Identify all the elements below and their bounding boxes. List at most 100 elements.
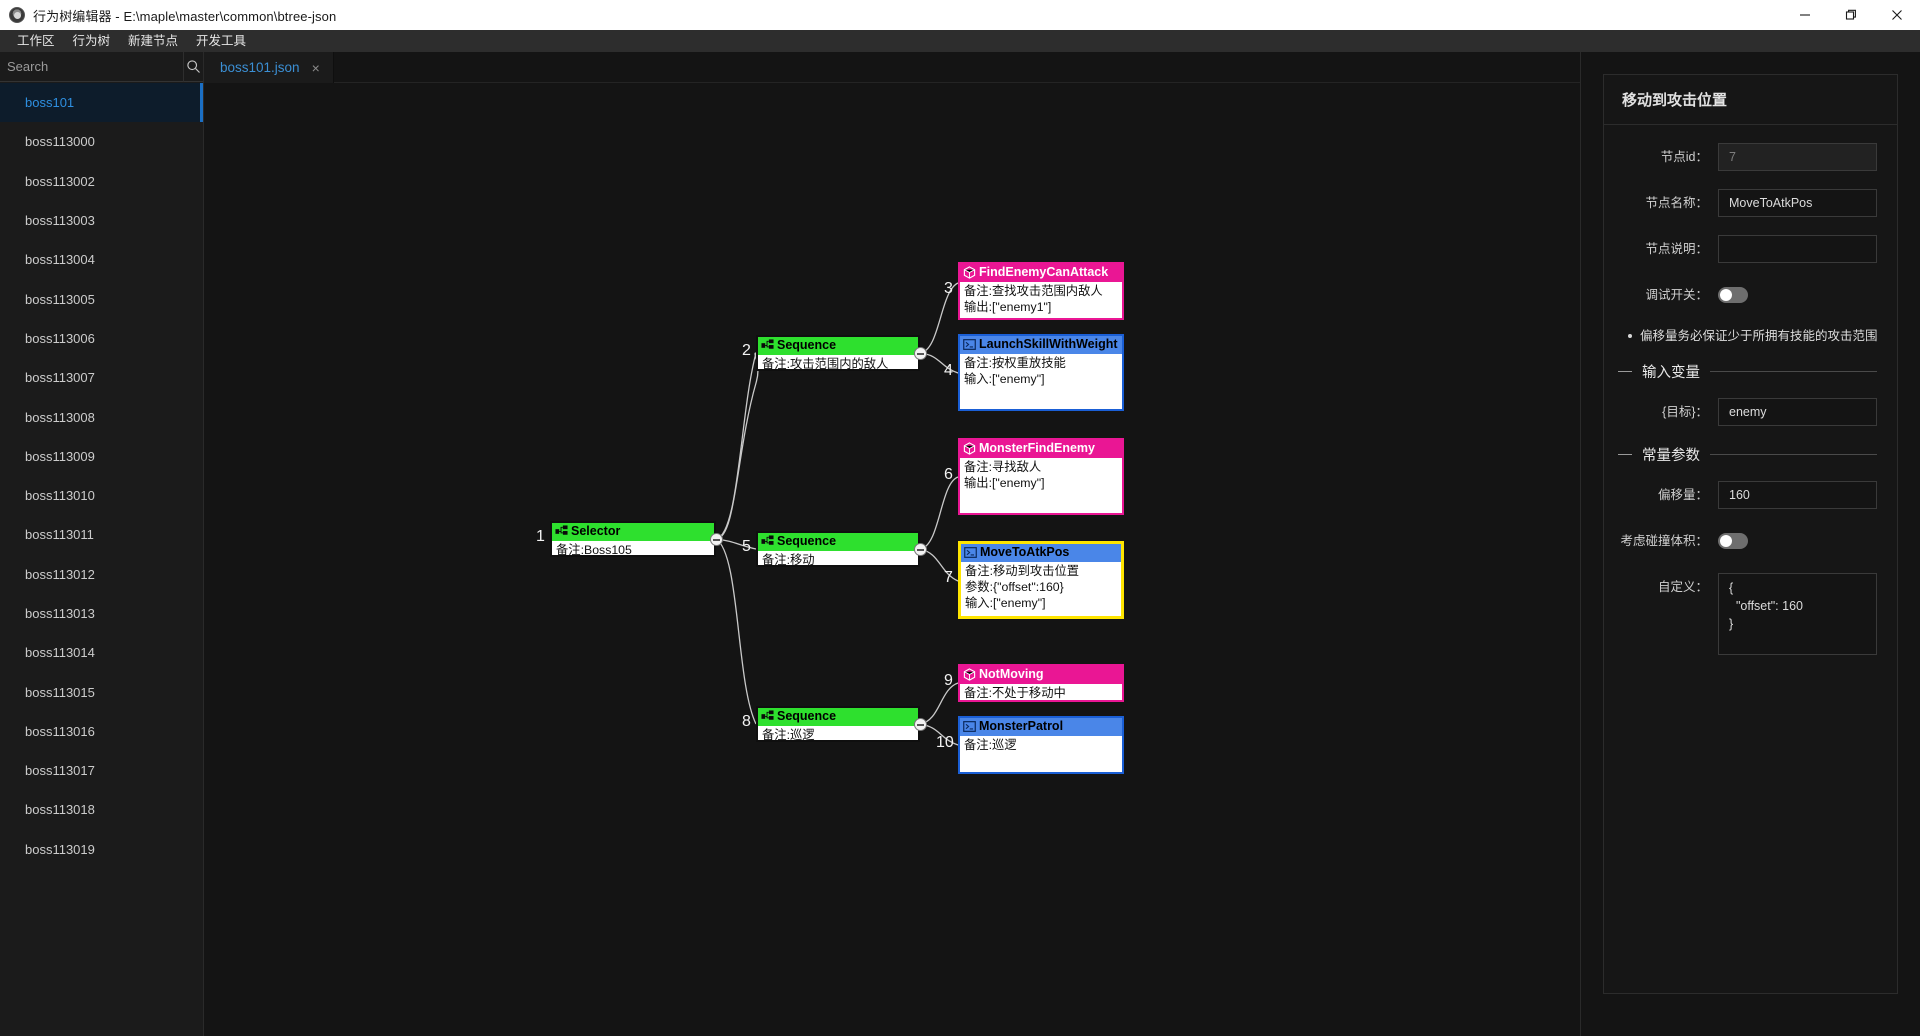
node-index-label: 10 (936, 734, 954, 751)
sidebar-item-boss113015[interactable]: boss113015 (0, 672, 203, 711)
sidebar-item-label: boss113017 (25, 763, 95, 779)
node-header: Sequence (758, 533, 918, 551)
node-header: FindEnemyCanAttack (960, 264, 1122, 282)
sidebar-item-boss113017[interactable]: boss113017 (0, 751, 203, 790)
sidebar-item-label: boss113009 (25, 448, 95, 464)
sidebar-item-boss113010[interactable]: boss113010 (0, 476, 203, 515)
sidebar-item-boss113003[interactable]: boss113003 (0, 201, 203, 240)
node-collapse-port[interactable] (710, 533, 723, 546)
node-title: MonsterFindEnemy (979, 441, 1095, 455)
field-custom-json: 自定义： { "offset": 160 } (1610, 573, 1881, 660)
node-body: 备注:不处于移动中 (960, 684, 1122, 703)
input-target-label: {目标}： (1662, 405, 1708, 419)
node-index-label: 7 (944, 569, 953, 586)
search-icon[interactable] (183, 52, 203, 82)
sidebar-item-boss113006[interactable]: boss113006 (0, 319, 203, 358)
condition-icon (963, 668, 976, 681)
node-line: 备注:移动到攻击位置 (965, 564, 1080, 578)
sidebar-item-label: boss113004 (25, 252, 95, 268)
node-collapse-port[interactable] (914, 347, 927, 360)
node-title: Sequence (777, 338, 837, 352)
sidebar-item-boss113008[interactable]: boss113008 (0, 397, 203, 436)
sidebar-item-boss113005[interactable]: boss113005 (0, 279, 203, 318)
sidebar-item-label: boss113000 (25, 134, 95, 150)
menu-item-dev-tools[interactable]: 开发工具 (196, 33, 247, 48)
menu-item-new-node[interactable]: 新建节点 (128, 33, 179, 48)
node-line: 备注:不处于移动中 (964, 686, 1066, 700)
section-input-title: 输入变量 (1642, 365, 1700, 381)
node-title: FindEnemyCanAttack (979, 265, 1109, 279)
sidebar-item-boss113007[interactable]: boss113007 (0, 358, 203, 397)
node-collapse-port[interactable] (914, 543, 927, 556)
input-target-input[interactable] (1718, 398, 1877, 426)
close-icon[interactable] (1874, 0, 1920, 30)
sidebar-item-boss113013[interactable]: boss113013 (0, 594, 203, 633)
collision-toggle[interactable] (1718, 533, 1748, 549)
condition-icon (963, 266, 976, 279)
collapse-dash-icon[interactable] (1618, 371, 1632, 372)
sidebar-item-boss113018[interactable]: boss113018 (0, 790, 203, 829)
tab-boss101-json[interactable]: boss101.json × (204, 52, 334, 83)
search-input[interactable] (0, 59, 183, 74)
node-line: 输出:["enemy"] (964, 476, 1045, 490)
properties-title: 移动到攻击位置 (1604, 75, 1897, 125)
maximize-icon[interactable] (1828, 0, 1874, 30)
action-icon (963, 720, 976, 733)
properties-body: 节点id： 节点名称： 节点说明： (1604, 125, 1897, 688)
title-bar: 行为树编辑器 - E:\maple\master\common\btree-js… (0, 0, 1920, 30)
sidebar-item-label: boss113013 (25, 606, 95, 621)
menu-bar: 工作区 行为树 新建节点 开发工具 (0, 30, 1920, 52)
graph-node-NotMoving[interactable]: NotMoving 备注:不处于移动中 (958, 664, 1124, 702)
sidebar-item-boss113002[interactable]: boss113002 (0, 162, 203, 201)
action-icon (964, 546, 977, 559)
custom-json-textarea[interactable]: { "offset": 160 } (1718, 573, 1877, 655)
sidebar-item-boss113011[interactable]: boss113011 (0, 515, 203, 554)
sidebar-item-boss113016[interactable]: boss113016 (0, 712, 203, 751)
sidebar-item-boss113004[interactable]: boss113004 (0, 240, 203, 279)
collapse-dash-icon[interactable] (1618, 454, 1632, 455)
field-node-desc: 节点说明： (1610, 235, 1881, 263)
node-line: 备注:巡逻 (762, 728, 815, 742)
node-header: Sequence (758, 337, 918, 355)
sidebar-item-boss113009[interactable]: boss113009 (0, 437, 203, 476)
node-id-label: 节点id： (1660, 150, 1708, 164)
node-title: NotMoving (979, 667, 1044, 681)
minimize-icon[interactable] (1782, 0, 1828, 30)
sidebar-item-boss113012[interactable]: boss113012 (0, 555, 203, 594)
tab-close-icon[interactable]: × (311, 59, 320, 76)
app-icon (9, 7, 25, 23)
node-desc-input[interactable] (1718, 235, 1877, 263)
debug-switch-toggle[interactable] (1718, 287, 1748, 303)
node-body: 备注:巡逻 (758, 726, 918, 745)
field-node-name: 节点名称： (1610, 189, 1881, 217)
sidebar-item-boss113014[interactable]: boss113014 (0, 633, 203, 672)
menu-item-workspace[interactable]: 工作区 (17, 33, 55, 48)
composite-icon (761, 710, 774, 723)
node-body: 备注:Boss105 (552, 541, 714, 560)
sidebar-item-boss101[interactable]: boss101 (0, 83, 203, 123)
node-name-input[interactable] (1718, 189, 1877, 217)
sidebar-item-boss113019[interactable]: boss113019 (0, 830, 203, 869)
sidebar-item-label: boss113012 (25, 566, 95, 582)
node-line: 备注:查找攻击范围内敌人 (964, 284, 1103, 298)
node-body: 备注:按权重放技能输入:["enemy"] (960, 354, 1122, 389)
menu-item-behavior-tree[interactable]: 行为树 (72, 33, 111, 48)
section-divider (1710, 371, 1877, 372)
node-title: Sequence (777, 534, 837, 548)
sidebar-item-boss113000[interactable]: boss113000 (0, 122, 203, 161)
node-collapse-port[interactable] (914, 718, 927, 731)
node-header: LaunchSkillWithWeight (960, 336, 1122, 354)
offset-input[interactable] (1718, 481, 1877, 509)
